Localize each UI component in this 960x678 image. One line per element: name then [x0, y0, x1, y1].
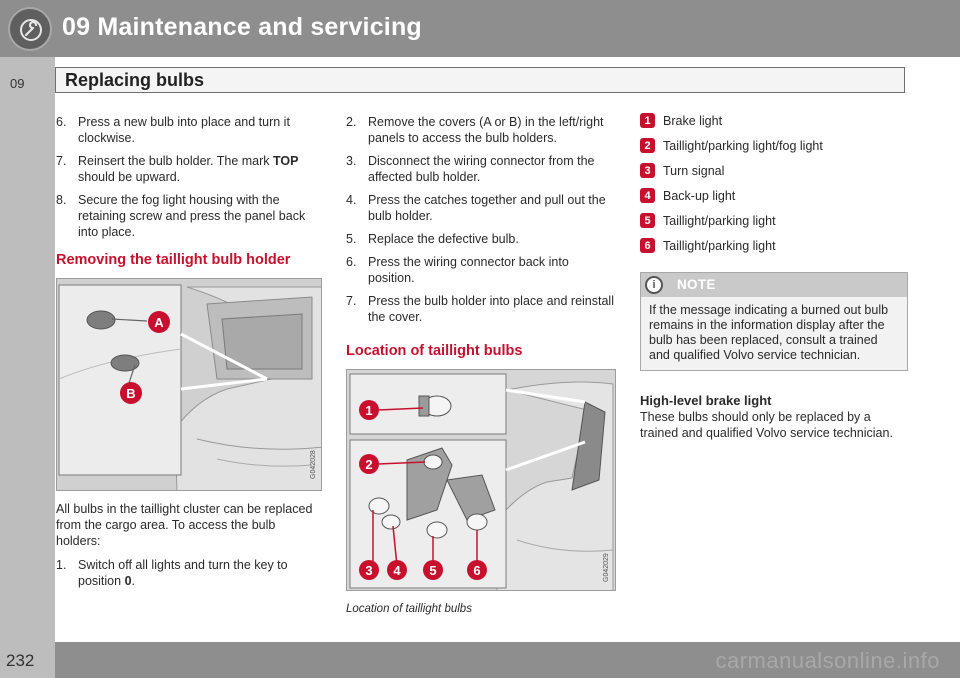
- chapter-title: 09 Maintenance and servicing: [62, 13, 422, 41]
- label-5: 5: [429, 563, 436, 578]
- wrench-icon: [8, 7, 52, 51]
- chapter-header: 09 Maintenance and servicing: [0, 0, 960, 57]
- section-heading: Location of taillight bulbs: [346, 343, 523, 359]
- note-label: NOTE: [677, 277, 716, 292]
- step-list: 1.Switch off all lights and turn the key…: [56, 557, 322, 589]
- subsection-heading: High-level brake light: [640, 393, 772, 408]
- step-list: 6.Press a new bulb into place and turn i…: [56, 114, 322, 240]
- figure-code: G042029: [603, 553, 610, 582]
- label-1: 1: [365, 403, 372, 418]
- column-2: 2.Remove the covers (A or B) in the left…: [346, 114, 616, 617]
- list-item: 7.Reinsert the bulb holder. The mark TOP…: [56, 154, 299, 184]
- section-heading: Removing the taillight bulb holder: [56, 252, 291, 268]
- column-1: 6.Press a new bulb into place and turn i…: [56, 114, 322, 596]
- list-item: 2.Remove the covers (A or B) in the left…: [346, 115, 604, 145]
- list-item: 8.Secure the fog light housing with the …: [56, 193, 306, 239]
- label-4: 4: [393, 563, 401, 578]
- info-icon: i: [645, 276, 663, 294]
- step-list: 2.Remove the covers (A or B) in the left…: [346, 114, 616, 325]
- chapter-number: 09: [10, 76, 25, 91]
- label-3: 3: [365, 563, 372, 578]
- label-2: 2: [365, 457, 372, 472]
- footer-strip: 232: [0, 642, 55, 678]
- body-paragraph: All bulbs in the taillight cluster can b…: [56, 502, 313, 548]
- figure-taillight-bulbs: 1 2 3 4 5 6 G042029: [346, 369, 616, 591]
- list-item: 3.Disconnect the wiring connector from t…: [346, 154, 595, 184]
- section-title: Replacing bulbs: [65, 70, 205, 90]
- list-item: 7.Press the bulb holder into place and r…: [346, 294, 614, 324]
- label-a: A: [154, 315, 164, 330]
- figure-code: G042028: [310, 450, 317, 479]
- watermark: carmanualsonline.info: [715, 648, 940, 673]
- page-footer: 232 carmanualsonline.info: [0, 642, 960, 678]
- list-item: 6.Press a new bulb into place and turn i…: [56, 115, 290, 145]
- list-item: 5.Replace the defective bulb.: [346, 232, 519, 246]
- body-paragraph: These bulbs should only be replaced by a…: [640, 410, 893, 440]
- figure-caption: Location of taillight bulbs: [346, 603, 472, 615]
- note-header: i NOTE: [641, 273, 907, 297]
- label-b: B: [126, 386, 135, 401]
- page-number: 232: [6, 651, 35, 670]
- side-strip: [0, 57, 55, 642]
- list-item: 4.Press the catches together and pull ou…: [346, 193, 606, 223]
- note-text: If the message indicating a burned out b…: [649, 303, 889, 362]
- section-bar: Replacing bulbs: [55, 67, 905, 93]
- note-box: i NOTE If the message indicating a burne…: [640, 272, 908, 371]
- figure-bulb-holder: A B G042028: [56, 278, 322, 491]
- list-item: 1.Switch off all lights and turn the key…: [56, 558, 288, 588]
- list-item: 6.Press the wiring connector back into p…: [346, 255, 569, 285]
- label-6: 6: [473, 563, 480, 578]
